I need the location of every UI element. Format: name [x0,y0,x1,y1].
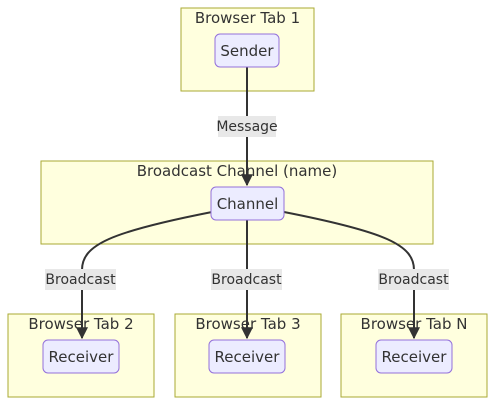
node-channel: Channel [210,186,285,221]
node-receiver-3: Receiver [208,339,286,374]
node-receiver-3-label: Receiver [215,348,281,366]
edge-label-broadcast-2-text: Broadcast [45,272,116,288]
edge-label-broadcast-3: Broadcast [211,269,282,290]
cluster-title-broadcast-channel: Broadcast Channel (name) [137,162,338,180]
node-receiver-n-label: Receiver [382,348,448,366]
node-sender: Sender [214,33,280,68]
edge-label-message-text: Message [216,119,277,135]
node-receiver-2: Receiver [42,339,120,374]
cluster-broadcast-channel: Broadcast Channel (name) [40,160,434,245]
node-receiver-n: Receiver [375,339,453,374]
edge-channel-to-receiver-n [283,211,420,340]
edge-label-broadcast-n: Broadcast [378,269,449,290]
edge-channel-to-receiver-2 [76,211,213,340]
edge-label-broadcast-2: Broadcast [45,269,116,290]
node-sender-label: Sender [220,42,274,60]
node-receiver-2-label: Receiver [49,348,115,366]
edge-label-broadcast-3-text: Broadcast [211,272,282,288]
edge-label-broadcast-n-text: Broadcast [378,272,449,288]
node-channel-label: Channel [217,195,279,213]
edge-label-message: Message [216,116,278,137]
cluster-title-browser-tab-1: Browser Tab 1 [195,9,300,27]
